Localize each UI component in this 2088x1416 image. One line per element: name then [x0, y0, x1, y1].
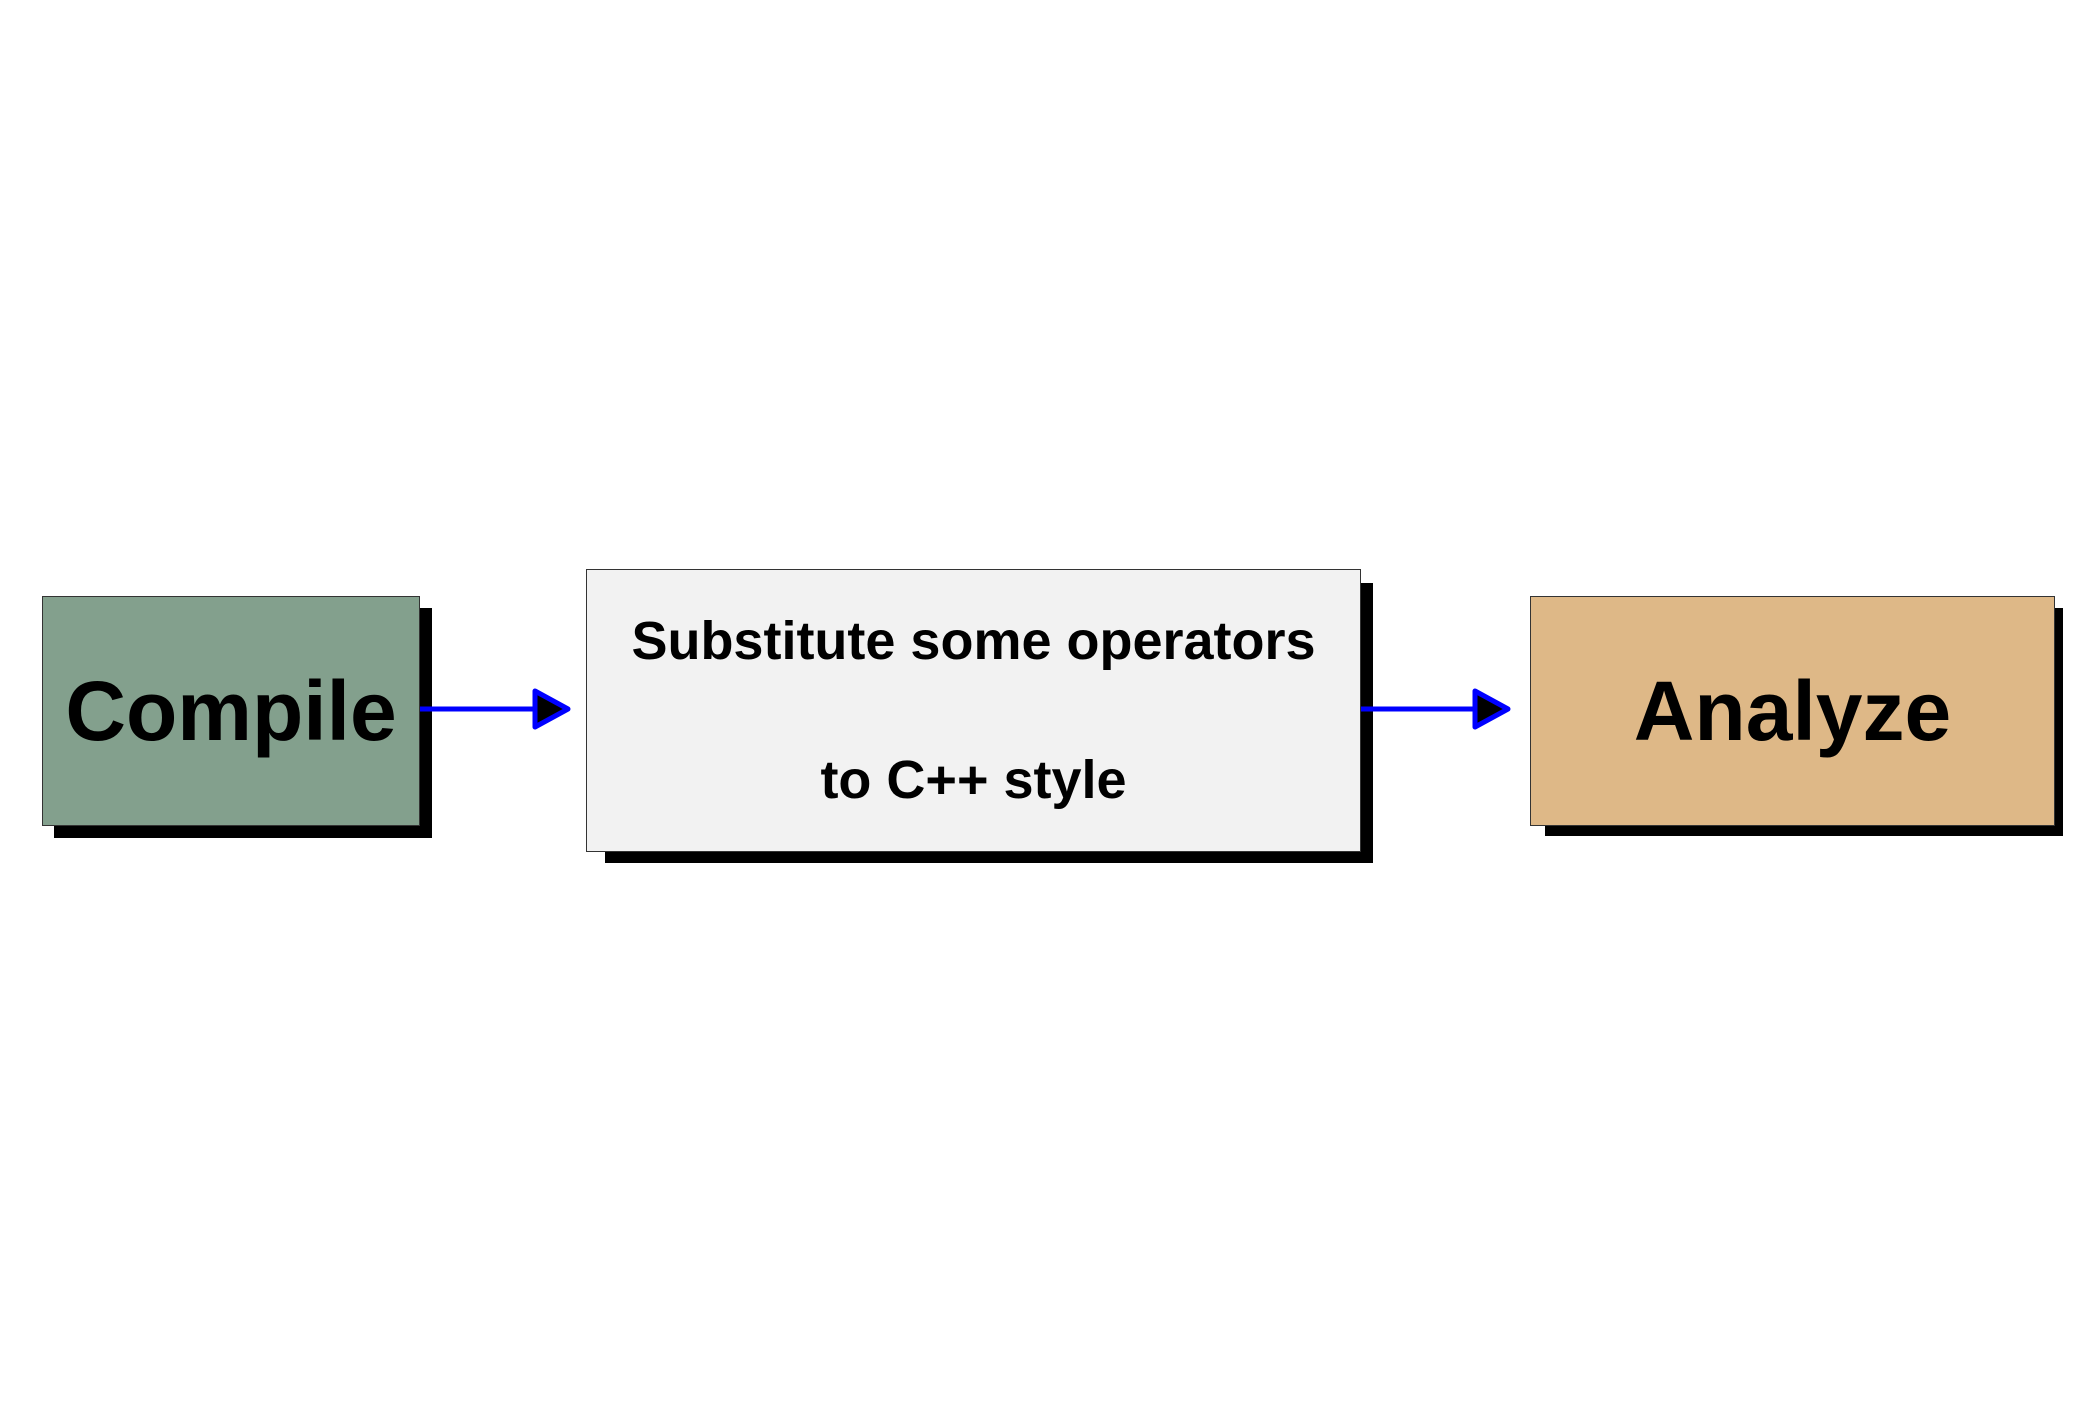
edge-compile-to-substitute-arrowhead: [532, 688, 571, 730]
substitute-node-line-2: to C++ style: [820, 750, 1127, 810]
edge-compile-to-substitute: [420, 688, 571, 730]
edge-substitute-to-analyze-arrowhead: [1472, 688, 1511, 730]
compile-node-label: Compile: [65, 663, 397, 758]
edge-substitute-to-analyze: [1361, 688, 1511, 730]
substitute-node: Substitute some operators to C++ style: [586, 569, 1361, 852]
analyze-node: Analyze: [1530, 596, 2055, 826]
analyze-node-label: Analyze: [1633, 663, 1952, 758]
substitute-node-line-1: Substitute some operators: [631, 611, 1316, 671]
compile-node: Compile: [42, 596, 420, 826]
